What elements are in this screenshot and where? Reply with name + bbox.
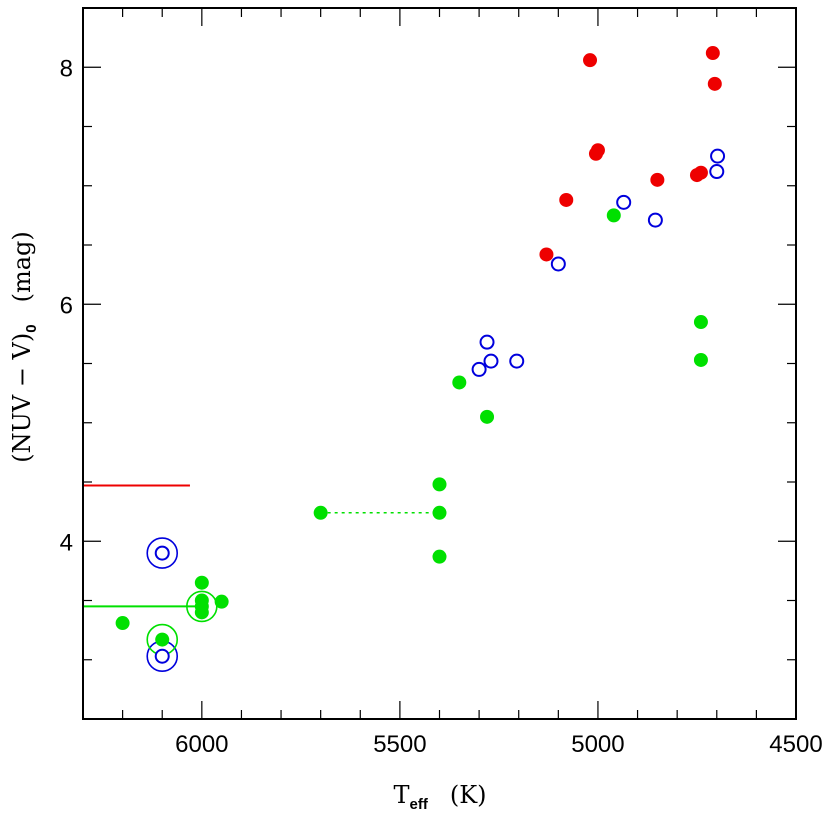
data-point-green (452, 375, 467, 390)
data-point-green (194, 605, 209, 620)
y-tick-label: 8 (60, 55, 73, 82)
x-tick-label: 5500 (373, 731, 426, 758)
data-point-red (583, 53, 598, 68)
data-point-red (693, 165, 708, 180)
y-tick-label: 4 (60, 529, 73, 556)
data-point-blue (471, 361, 487, 377)
data-point-green (432, 549, 447, 564)
data-point-green (432, 477, 447, 492)
data-point-green (313, 505, 328, 520)
data-point-blue (709, 164, 725, 180)
data-point-green (155, 632, 170, 647)
data-point-blue (483, 353, 499, 369)
data-point-green (480, 409, 495, 424)
tick-labels: 6000 5500 5000 4500 4 6 8 (60, 55, 823, 758)
data-point-red (539, 247, 554, 262)
data-point-blue (154, 545, 170, 561)
x-axis-title-sub: eff (410, 796, 429, 813)
x-axis-title: Teff (K) (393, 781, 486, 813)
y-axis-title-main: (NUV − V) (8, 333, 36, 463)
axis-ticks (82, 7, 797, 720)
x-axis-title-main: T (393, 781, 409, 809)
data-point-red (590, 143, 605, 158)
x-tick-label: 6000 (175, 731, 228, 758)
x-tick-label: 5000 (571, 731, 624, 758)
data-point-green (693, 352, 708, 367)
data-point-red (705, 46, 720, 61)
data-point-green (194, 575, 209, 590)
data-point-blue (616, 194, 632, 210)
y-axis-title: (NUV − V)0 (mag) (8, 231, 40, 462)
x-axis-title-unit: (K) (450, 781, 487, 809)
data-point-red (559, 192, 574, 207)
data-point-green (432, 505, 447, 520)
data-point-blue (710, 148, 726, 164)
data-point-red (650, 172, 665, 187)
ring-marker-blue (146, 537, 179, 569)
data-point-blue (550, 256, 566, 272)
data-point-blue (154, 648, 170, 664)
y-axis-title-unit: (mag) (8, 231, 36, 302)
data-point-blue (479, 334, 495, 350)
data-point-blue (647, 212, 663, 228)
plot-frame (82, 7, 797, 720)
data-point-green (693, 315, 708, 330)
data-point-green (606, 208, 621, 223)
data-point-blue (509, 353, 525, 369)
chart-marks (83, 46, 726, 672)
y-tick-label: 6 (60, 292, 73, 319)
y-axis-title-sub: 0 (23, 324, 40, 332)
x-tick-label: 4500 (769, 731, 822, 758)
data-point-green (115, 616, 130, 631)
data-point-green (214, 594, 229, 609)
data-point-red (707, 76, 722, 91)
